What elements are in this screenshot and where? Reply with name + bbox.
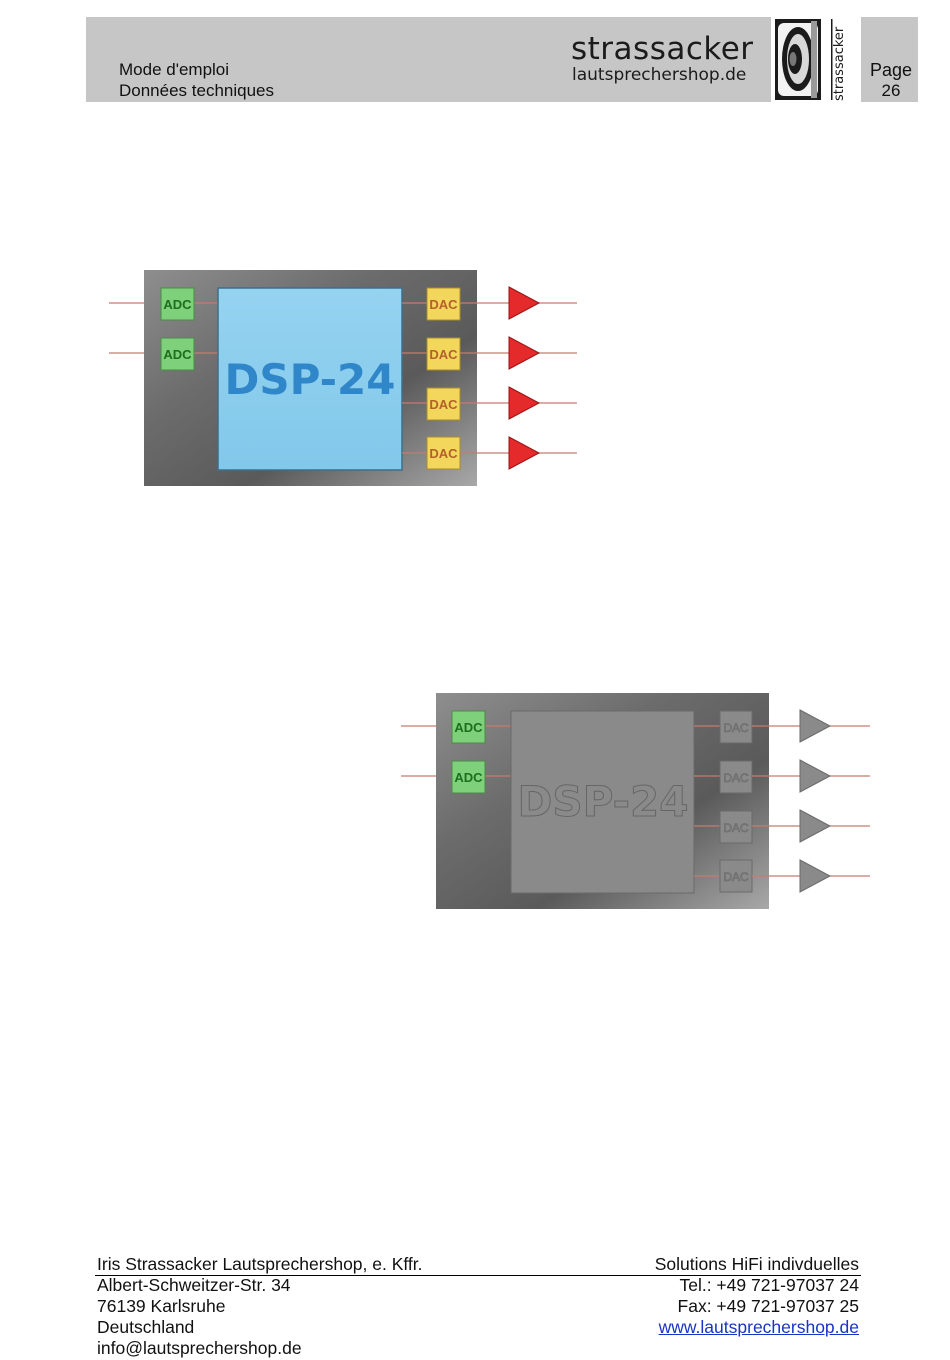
amplifier-icon [508,436,541,470]
speaker-logo: strassacker [771,17,861,102]
amplifier-icon [799,759,832,793]
page-label: Page [869,60,913,80]
footer-street: Albert-Schweitzer-Str. 34 [97,1275,291,1295]
footer-tel: Tel.: +49 721-97037 24 [679,1275,859,1295]
dsp-diagram-active: DSP-24 ADC ADC DAC DAC DAC DAC [109,270,577,486]
footer-tagline: Solutions HiFi indivduelles [654,1254,859,1274]
dac-label: DAC [429,446,458,461]
dac-block [426,387,461,421]
dac-block [719,810,753,844]
footer-website-link[interactable]: www.lautsprechershop.de [658,1317,859,1337]
footer-divider [95,1275,861,1276]
adc-label: ADC [454,720,483,735]
brand-url: lautsprechershop.de [572,65,747,85]
footer-email: info@lautsprechershop.de [97,1338,302,1358]
dac-label: DAC [723,870,749,884]
dsp-label: DSP-24 [224,355,395,404]
dac-label: DAC [429,397,458,412]
dac-block [719,710,753,744]
adc-block [160,337,195,371]
amplifier-icon [508,336,541,370]
adc-block [160,287,195,321]
dsp-label: DSP-24 [517,777,688,826]
amplifier-icon [508,286,541,320]
dsp-diagram-inactive: DSP-24 ADC ADC DAC DAC DAC DAC [401,693,870,909]
footer-city: 76139 Karlsruhe [97,1296,226,1316]
dsp-block [217,287,403,471]
page-header: Mode d'emploi Données techniques strassa… [86,17,918,102]
adc-block [451,710,486,744]
adc-block [451,760,486,794]
dac-label: DAC [723,771,749,785]
adc-label: ADC [163,347,192,362]
dac-block [426,287,461,321]
dac-label: DAC [723,821,749,835]
dac-block [719,859,753,893]
brand-name: strassacker [571,31,754,67]
amplifier-icon [508,386,541,420]
amplifier-icon [799,709,832,743]
adc-label: ADC [454,770,483,785]
footer-company: Iris Strassacker Lautsprechershop, e. Kf… [97,1254,423,1274]
dsp-block [510,710,695,894]
page-number: 26 [881,81,901,100]
footer-country: Deutschland [97,1317,195,1337]
amplifier-icon [799,809,832,843]
header-title-line1: Mode d'emploi [119,60,230,79]
page-footer: Iris Strassacker Lautsprechershop, e. Kf… [95,1254,861,1359]
header-title-line2: Données techniques [119,81,275,100]
amplifier-icon [799,859,832,893]
dac-block [426,337,461,371]
speaker-icon: strassacker [775,19,847,101]
dac-label: DAC [429,347,458,362]
dac-block [719,760,753,794]
brand-vertical-text: strassacker [832,26,847,101]
adc-label: ADC [163,297,192,312]
dac-label: DAC [723,721,749,735]
footer-fax: Fax: +49 721-97037 25 [677,1296,859,1316]
dac-label: DAC [429,297,458,312]
